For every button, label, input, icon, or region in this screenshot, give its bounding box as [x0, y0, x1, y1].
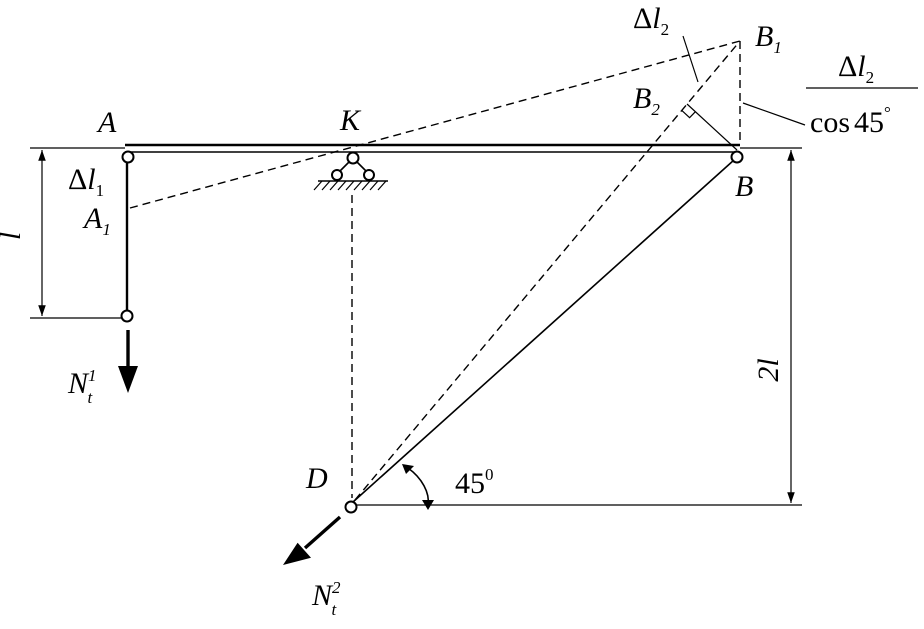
label-d: D: [305, 462, 328, 495]
rod-2: [352, 159, 735, 503]
force-arrow-n1: [118, 330, 138, 393]
label-angle-45: 450: [455, 465, 494, 500]
force-arrow-n2: [283, 515, 342, 565]
label-b: B: [735, 170, 753, 203]
deformed-rod-2-dashed-line: [354, 40, 741, 501]
label-b1: B1: [755, 20, 782, 57]
leader-line-cos: [742, 102, 806, 126]
hinge-rod-1-end: [120, 309, 134, 323]
angle-arc-45: [402, 464, 434, 510]
label-a: A: [96, 106, 117, 139]
label-delta-l1: Δl1: [68, 163, 104, 200]
label-dim-2l: 2l: [752, 358, 785, 381]
label-b2: B2: [633, 82, 660, 119]
hinge-d: [344, 500, 358, 514]
hinge-a: [121, 150, 135, 164]
label-dim-l: l: [0, 232, 27, 240]
perpendicular-b-b2: [686, 103, 738, 151]
label-delta-l2: Δl2: [633, 2, 669, 39]
leader-line-dl2: [682, 35, 699, 83]
label-a1: A1: [82, 202, 111, 239]
fraction-numerator: Δl2: [838, 50, 874, 87]
hinge-b: [730, 150, 744, 164]
deformed-beam-dashed-line: [129, 40, 741, 209]
right-angle-mark: [681, 109, 696, 119]
pinned-support-k: [313, 151, 388, 191]
label-k: K: [339, 104, 362, 137]
